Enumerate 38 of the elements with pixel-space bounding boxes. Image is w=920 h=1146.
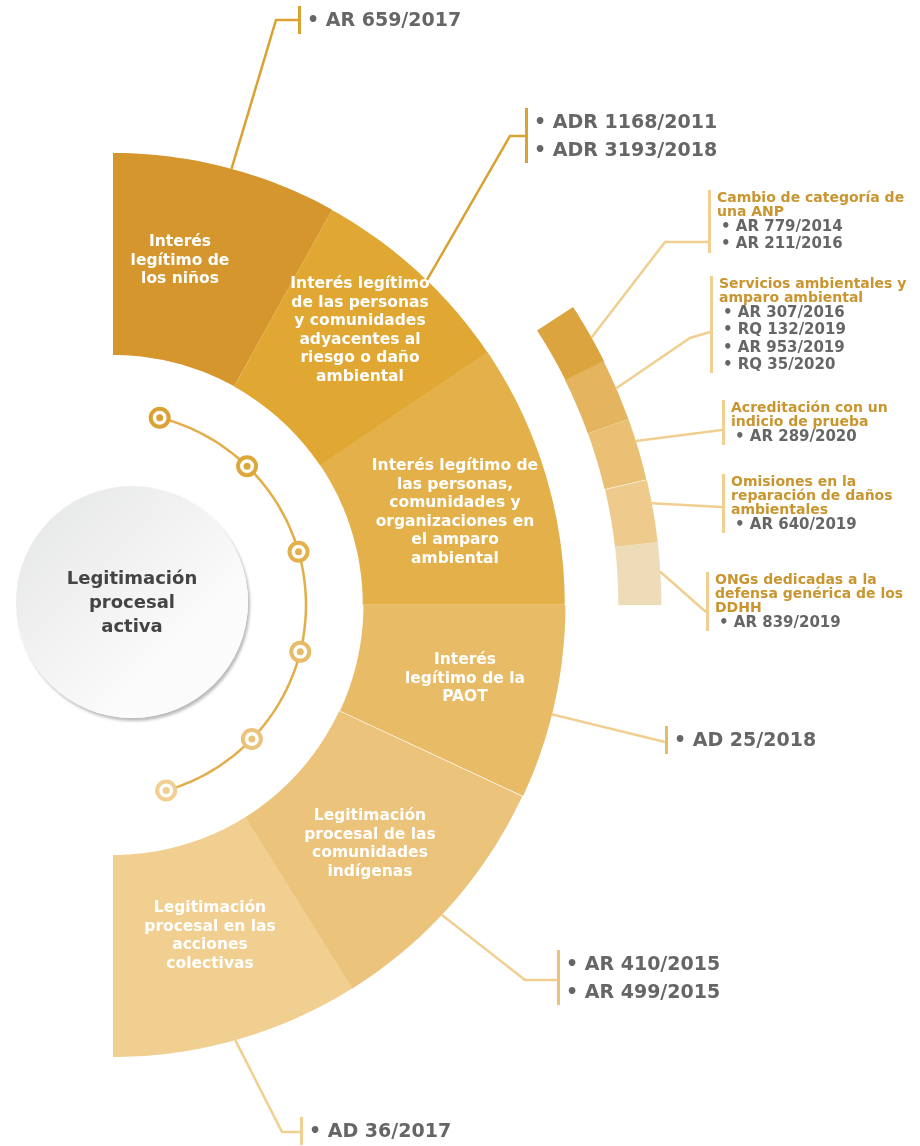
leader-line [425, 134, 525, 281]
case-heading: ONGs dedicadas a la defensa genérica de los DDHH [715, 572, 905, 614]
case-reference: • AR 211/2016 [720, 235, 844, 253]
case-reference: • AR 499/2015 [566, 978, 722, 1004]
case-reference: • ADR 1168/2011 [534, 109, 719, 134]
segment-label: Interés legítimo de la PAOT [405, 650, 525, 706]
case-reference: • ADR 3193/2018 [534, 136, 719, 162]
case-reference: • AR 307/2016 [723, 304, 846, 322]
case-reference: • AR 640/2019 [734, 516, 858, 534]
segment-label: Interés legítimo de las personas, comunidades y organizaciones en el amparo ambiental [370, 456, 540, 568]
segment-label: Interés legítimo de los niños [129, 232, 231, 288]
segment-label: Legitimación procesal de las comunidades indígenas [303, 805, 437, 881]
case-reference: • AR 839/2019 [718, 614, 842, 632]
leader-line [234, 1039, 300, 1134]
case-heading: Servicios ambientales y amparo ambiental [719, 276, 908, 304]
segment-label: Interés legítimo de las personas y comunidades adyacentes al riesgo o daño ambiental [289, 274, 431, 386]
case-heading: Omisiones en la reparación de daños ambientales [731, 474, 894, 516]
case-heading: Cambio de categoría de una ANP [717, 190, 906, 218]
case-reference: • AR 779/2014 [720, 218, 844, 236]
leader-line [651, 502, 723, 509]
case-reference: • AR 289/2020 [734, 428, 857, 446]
case-reference: • AR 410/2015 [566, 951, 722, 976]
case-reference: • AR 953/2019 [722, 338, 846, 356]
center-title: Legitimación procesal activa [65, 565, 199, 639]
leader-line [230, 18, 298, 170]
leader-line [441, 914, 557, 982]
case-reference: • RQ 35/2020 [722, 355, 837, 373]
leader-line [590, 240, 708, 339]
case-reference: • AR 659/2017 [307, 7, 463, 32]
case-reference: • AD 36/2017 [309, 1118, 453, 1143]
leader-line [635, 428, 723, 443]
leader-line [659, 570, 707, 613]
leader-line [615, 330, 711, 390]
case-heading: Acreditación con un indicio de prueba [731, 400, 889, 428]
segment-label: Legitimación procesal en las acciones colectivas [143, 897, 277, 973]
case-reference: • RQ 132/2019 [722, 321, 847, 339]
leader-line [551, 713, 666, 744]
case-reference: • AD 25/2018 [674, 727, 818, 752]
